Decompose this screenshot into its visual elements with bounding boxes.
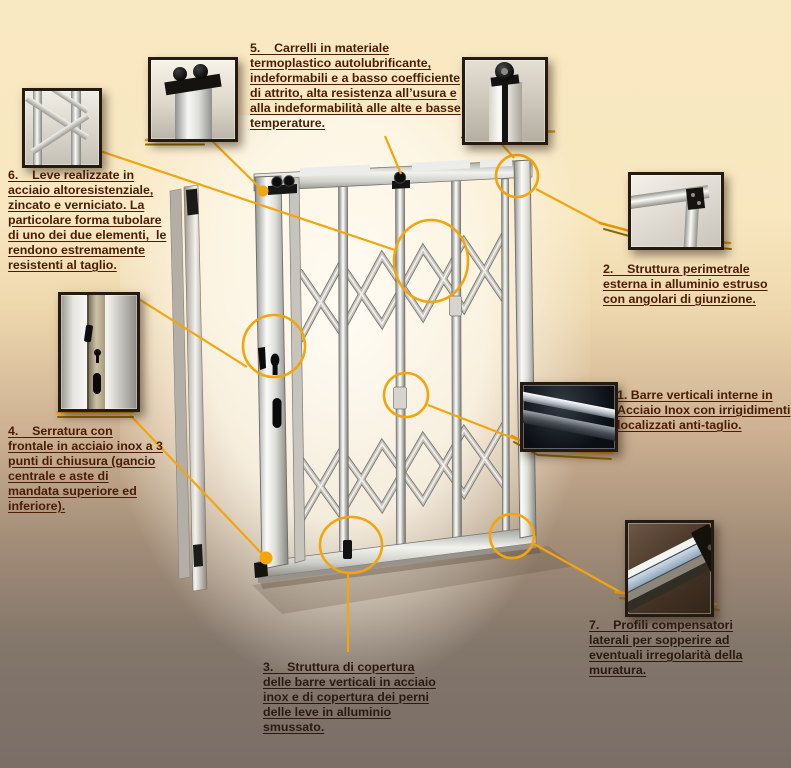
- lock-profile-photo: [58, 292, 140, 412]
- highlight-circles: [241, 153, 540, 575]
- photo-roller: [173, 67, 187, 81]
- photo-profile-groove: [502, 82, 508, 142]
- photo-keyhole: [94, 349, 101, 356]
- highlight-levers: [392, 218, 470, 304]
- highlight-bar-cover: [382, 371, 430, 419]
- highlight-corner-joint: [494, 153, 540, 199]
- annotation-7-profili: 7. Profili compensatori laterali per sop…: [589, 618, 743, 677]
- photo-handle-slot: [93, 373, 101, 394]
- photo-bar: [33, 91, 42, 165]
- lock-stile: [254, 175, 306, 578]
- annotation-2-struttura: 2. Struttura perimetrale esterna in allu…: [603, 262, 768, 306]
- photo-plate-edge: [87, 295, 89, 409]
- wall-track-profile: [169, 184, 208, 592]
- photo-screw: [691, 193, 695, 197]
- annotation-4-serratura: 4. Serratura con frontale in acciaio ino…: [8, 424, 163, 513]
- photo-screw: [697, 201, 701, 205]
- photo-compensator-profile: [628, 523, 711, 614]
- highlight-dots: [257, 185, 273, 565]
- highlight-bottom-cover: [318, 515, 384, 575]
- connector-lines: [96, 135, 621, 652]
- lock-hook: [258, 347, 266, 370]
- floor-guide-pin: [343, 540, 352, 559]
- roller-carriage-side-photo: [462, 57, 548, 145]
- right-stile: [513, 159, 537, 539]
- keyhole: [270, 353, 280, 367]
- roller-carriage-front-photo: [148, 57, 238, 142]
- photo-lever-arm: [49, 91, 89, 114]
- highlight-lock: [241, 313, 307, 379]
- side-compensator-profile-photo: [625, 520, 714, 617]
- frame-corner-joint-photo: [628, 172, 724, 250]
- photo-roller: [193, 64, 208, 79]
- highlight-compensator: [488, 512, 536, 560]
- annotation-1-barre: 1. Barre verticali interne in Acciaio In…: [617, 388, 791, 432]
- roller-carriages: [268, 171, 410, 559]
- photo-alu-profile: [175, 86, 212, 139]
- annotation-3-copertura: 3. Struttura di copertura delle barre ve…: [263, 660, 436, 734]
- photo-roller-hub: [501, 68, 508, 75]
- photo-keyhole-tail: [96, 354, 99, 363]
- annotation-5-carrelli: 5. Carrelli in materiale termoplastico a…: [250, 41, 461, 130]
- top-rail: [253, 157, 533, 192]
- inox-bar-photo: [520, 382, 618, 452]
- photo-corner-bracket: [685, 187, 706, 210]
- handle-slot: [272, 398, 282, 428]
- scissor-levers-photo: [22, 88, 102, 168]
- annotation-6-leve: 6. Leve realizzate in acciaio altoresist…: [8, 168, 167, 272]
